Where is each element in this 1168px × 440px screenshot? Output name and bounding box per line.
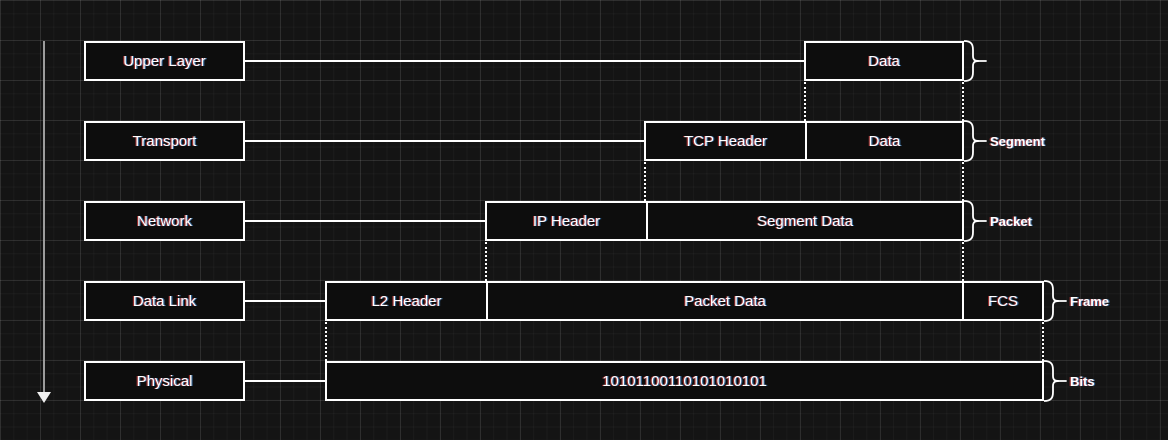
pdu-cell-text: 10101100110101010101 — [602, 372, 767, 390]
pdu-cell-text: Data — [868, 132, 901, 150]
brace-bits — [1044, 359, 1070, 403]
brace-frame — [1044, 279, 1070, 323]
dotted-link — [485, 242, 487, 281]
connector-physical — [245, 380, 325, 382]
dotted-link — [962, 82, 964, 121]
dotted-link — [1042, 322, 1044, 361]
layer-box-network: Network — [84, 201, 245, 241]
pdu-cell-text: L2 Header — [371, 292, 442, 310]
pdu-cell-packet-data: Packet Data — [486, 283, 962, 319]
brace-segment — [964, 119, 990, 163]
connector-data-link — [245, 300, 325, 302]
pdu-stack-data-link: L2 Header Packet Data FCS — [325, 281, 1044, 321]
layer-box-data-link: Data Link — [84, 281, 245, 321]
flow-arrow-head-icon — [37, 392, 51, 403]
connector-upper-layer — [245, 60, 804, 62]
pdu-cell-text: Data — [868, 52, 900, 70]
layer-label: Transport — [132, 132, 197, 150]
pdu-stack-network: IP Header Segment Data — [485, 201, 964, 241]
pdu-cell-fcs: FCS — [962, 283, 1042, 319]
dotted-link — [962, 242, 964, 281]
dotted-link — [325, 322, 327, 361]
dotted-link — [804, 82, 806, 121]
pdu-cell-text: FCS — [988, 292, 1018, 310]
pdu-cell-bitstream: 10101100110101010101 — [327, 363, 1042, 399]
pdu-cell-text: IP Header — [532, 212, 601, 230]
layer-box-transport: Transport — [84, 121, 245, 161]
pdu-cell-l2-header: L2 Header — [327, 283, 486, 319]
pdu-cell-text: TCP Header — [683, 132, 768, 150]
pdu-cell-data: Data — [806, 43, 962, 79]
pdu-name-segment: Segment — [990, 133, 1045, 149]
connector-transport — [245, 140, 644, 142]
layer-label: Physical — [136, 372, 193, 390]
flow-arrow-line — [43, 41, 45, 392]
pdu-stack-transport: TCP Header Data — [644, 121, 964, 161]
pdu-cell-segment-data: Segment Data — [646, 203, 962, 239]
pdu-stack-upper-layer: Data — [804, 41, 964, 81]
dotted-link — [644, 162, 646, 201]
pdu-cell-tcp-header: TCP Header — [646, 123, 805, 159]
pdu-cell-data: Data — [805, 123, 962, 159]
pdu-name-packet: Packet — [990, 213, 1032, 229]
brace-packet — [964, 199, 990, 243]
pdu-cell-text: Segment Data — [757, 212, 853, 230]
pdu-cell-ip-header: IP Header — [487, 203, 646, 239]
pdu-cell-text: Packet Data — [684, 292, 766, 310]
pdu-name-frame: Frame — [1070, 293, 1110, 309]
pdu-name-bits: Bits — [1070, 373, 1095, 389]
layer-label: Upper Layer — [123, 52, 206, 70]
dotted-link — [962, 162, 964, 201]
connector-network — [245, 220, 485, 222]
brace-upper-layer — [964, 39, 990, 83]
layer-box-upper-layer: Upper Layer — [84, 41, 245, 81]
pdu-stack-physical: 10101100110101010101 — [325, 361, 1044, 401]
layer-box-physical: Physical — [84, 361, 245, 401]
layer-label: Network — [136, 212, 192, 230]
layer-label: Data Link — [132, 292, 197, 310]
